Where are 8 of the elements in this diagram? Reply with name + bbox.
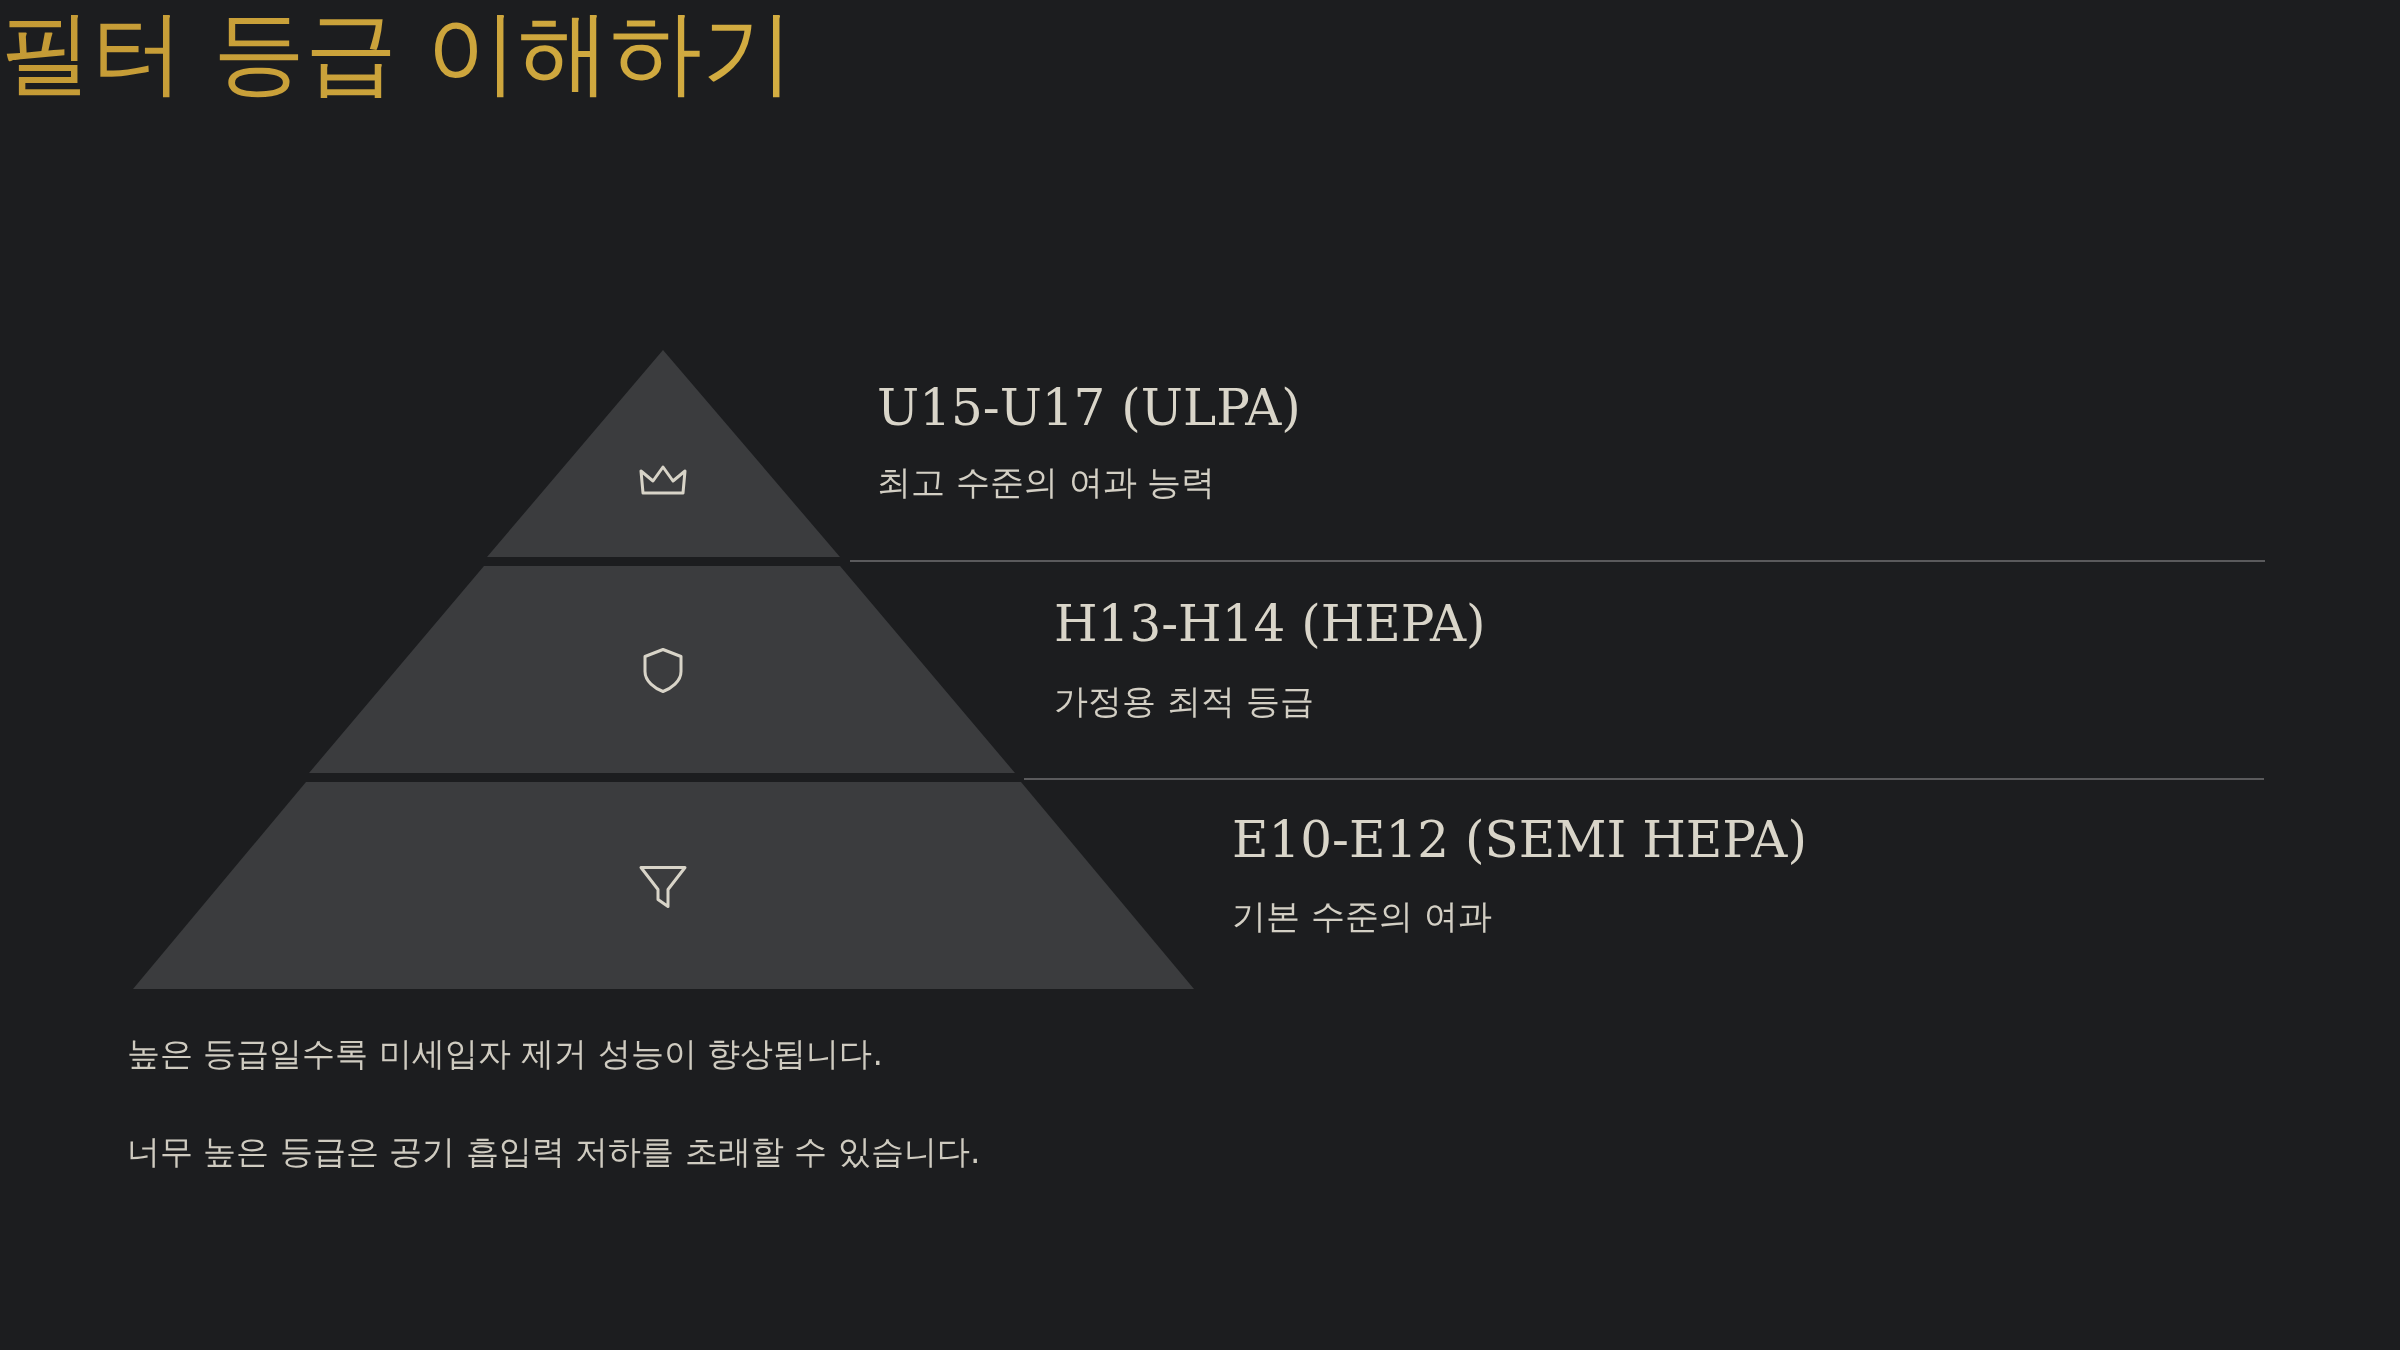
tier-heading: E10-E12 (SEMI HEPA): [1232, 810, 1807, 870]
note-text: 높은 등급일수록 미세입자 제거 성능이 향상됩니다.: [127, 1034, 883, 1074]
tier-heading: H13-H14 (HEPA): [1054, 594, 1486, 654]
tier-description: 가정용 최적 등급: [1054, 681, 1314, 722]
tier-description: 최고 수준의 여과 능력: [877, 462, 1216, 503]
note-text: 너무 높은 등급은 공기 흡입력 저하를 초래할 수 있습니다.: [127, 1132, 981, 1172]
tier-heading: U15-U17 (ULPA): [877, 378, 1301, 438]
tier-description: 기본 수준의 여과: [1232, 896, 1492, 937]
